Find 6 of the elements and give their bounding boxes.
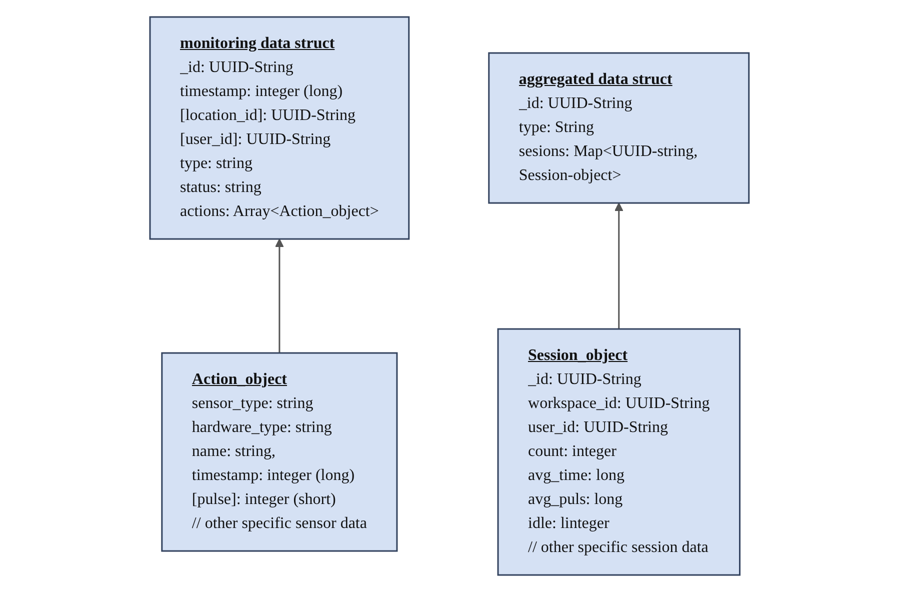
node-box: Session_object _id: UUID-String workspace_id: UUID-String user_id: UUID-String count: integer avg_time: long avg_puls: long idle: linteger // other specific session data xyxy=(496,328,740,576)
arrow xyxy=(614,202,623,329)
node-box: monitoring data struct _id: UUID-String timestamp: integer (long) [location_id]: UUID-String [user_id]: UUID-String type: string status: string actions: Array<Action_object> xyxy=(148,16,410,240)
node-box: Action_object sensor_type: string hardware_type: string name: string, timestamp: integer (long) [pulse]: integer (short) // other specific sensor data xyxy=(160,352,398,552)
node-box: aggregated data struct _id: UUID-String type: String sesions: Map<UUID-string, Session-object> xyxy=(488,52,750,204)
arrow xyxy=(274,238,284,353)
